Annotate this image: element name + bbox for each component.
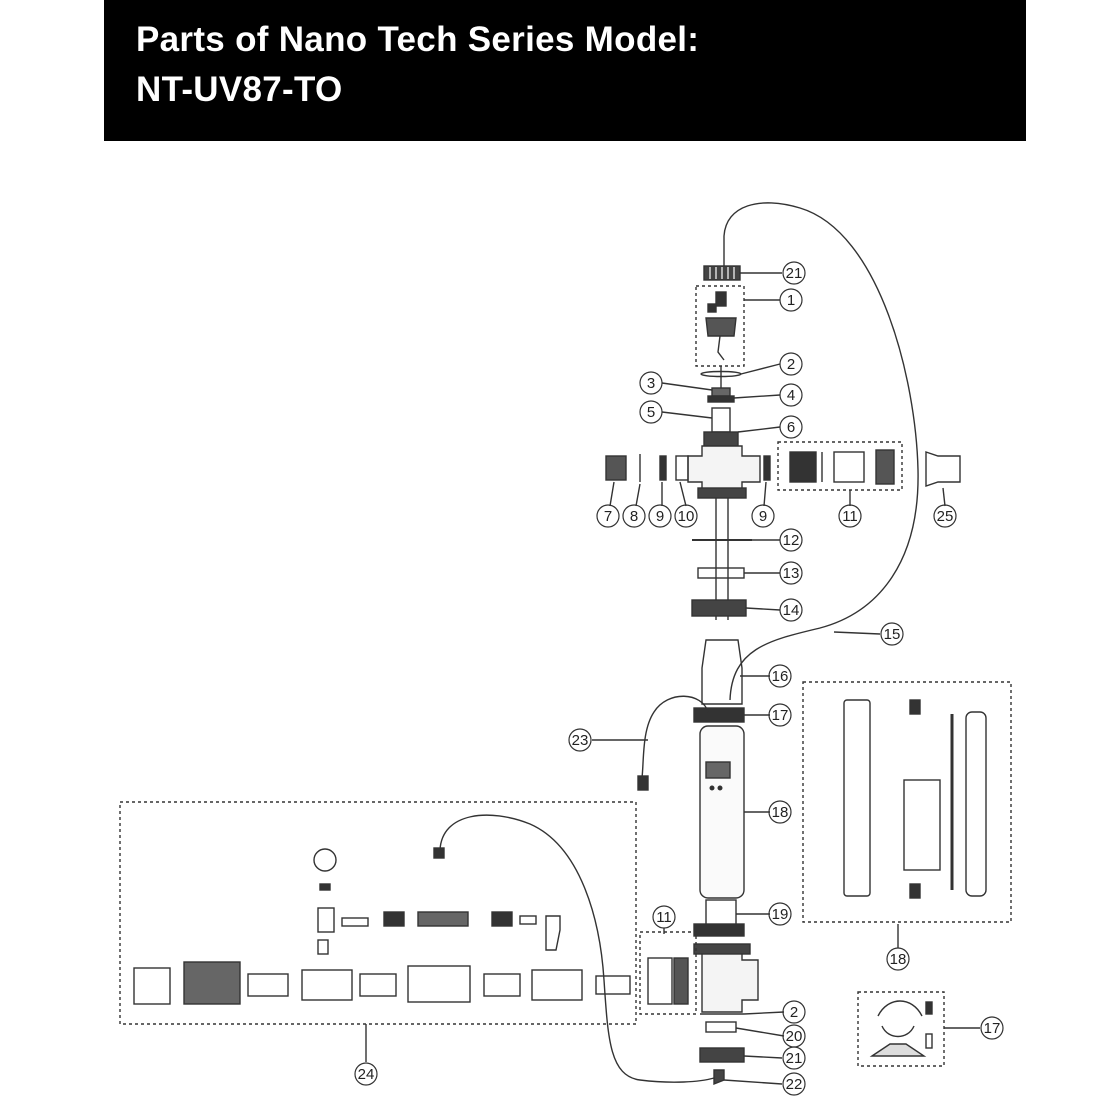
part-18-accessory-box: [802, 681, 1012, 923]
svg-text:4: 4: [787, 387, 795, 404]
part-18-display: [705, 761, 731, 779]
part-4-nut: [707, 395, 735, 403]
callout-16: 16: [768, 664, 792, 688]
part-17-clamp: [877, 1000, 923, 1017]
callout-7: 7: [596, 504, 620, 528]
svg-text:18: 18: [890, 951, 907, 968]
svg-text:19: 19: [772, 906, 789, 923]
part-11-box-bottom: [639, 931, 697, 1015]
svg-text:23: 23: [572, 732, 589, 749]
svg-text:21: 21: [786, 1050, 803, 1067]
part-17-upper-clamp: [693, 707, 745, 723]
svg-text:16: 16: [772, 668, 789, 685]
callout-22: 22: [782, 1072, 806, 1096]
part-25-end-cap: [925, 451, 961, 487]
callout-12: 12: [779, 528, 803, 552]
svg-text:2: 2: [787, 356, 795, 373]
svg-text:5: 5: [647, 404, 655, 421]
callout-17-box: 17: [980, 1016, 1004, 1040]
part-18-controller-body: [699, 725, 745, 899]
callout-21-top: 21: [782, 261, 806, 285]
part-17-clamp-box: [857, 991, 945, 1067]
part-3-ring: [711, 387, 731, 397]
part-21-bottom-nut: [699, 1047, 745, 1063]
callout-5: 5: [639, 400, 663, 424]
svg-text:11: 11: [842, 508, 858, 525]
part-16-sleeve: [701, 639, 743, 705]
callout-20: 20: [782, 1024, 806, 1048]
callout-14: 14: [779, 598, 803, 622]
svg-text:9: 9: [656, 508, 664, 525]
title-line-1: Parts of Nano Tech Series Model:: [136, 20, 700, 59]
callout-25: 25: [933, 504, 957, 528]
part-1-box: [695, 285, 745, 367]
callout-2-bottom: 2: [782, 1000, 806, 1024]
title-banner: Parts of Nano Tech Series Model: NT-UV87…: [104, 0, 1026, 141]
callout-8: 8: [622, 504, 646, 528]
callout-3: 3: [639, 371, 663, 395]
lower-housing: [701, 947, 759, 1013]
svg-text:3: 3: [647, 375, 655, 392]
part-23-power-cord: [641, 695, 709, 779]
callout-15: 15: [880, 622, 904, 646]
callout-23: 23: [568, 728, 592, 752]
svg-text:10: 10: [678, 508, 695, 525]
callout-9-right: 9: [751, 504, 775, 528]
upper-housing: [687, 445, 761, 493]
callout-4: 4: [779, 383, 803, 407]
svg-text:15: 15: [884, 626, 901, 643]
callout-18-controller: 18: [768, 800, 792, 824]
svg-text:17: 17: [984, 1020, 1001, 1037]
part-9-ring-right: [763, 455, 771, 481]
part-20-ring: [705, 1021, 737, 1033]
part-24-gauge: [313, 848, 337, 872]
callout-24: 24: [354, 1062, 378, 1086]
title-line-2: NT-UV87-TO: [136, 70, 343, 109]
svg-text:7: 7: [604, 508, 612, 525]
part-24-box: [119, 801, 637, 1025]
callout-10: 10: [674, 504, 698, 528]
leader-lines: [365, 272, 980, 1085]
part-6-collar: [703, 431, 739, 447]
svg-text:18: 18: [772, 804, 789, 821]
svg-text:8: 8: [630, 508, 638, 525]
svg-text:2: 2: [790, 1004, 798, 1021]
callout-17-upper: 17: [768, 703, 792, 727]
callout-6: 6: [779, 415, 803, 439]
part-5-sleeve: [711, 407, 731, 433]
callout-21-bottom: 21: [782, 1046, 806, 1070]
callout-19: 19: [768, 902, 792, 926]
callout-1: 1: [779, 288, 803, 312]
sensor-cable: [723, 202, 919, 701]
part-13-ring: [697, 567, 745, 579]
svg-text:11: 11: [656, 909, 672, 926]
feed-tube: [439, 814, 715, 1083]
svg-text:20: 20: [786, 1028, 803, 1045]
svg-text:9: 9: [759, 508, 767, 525]
svg-text:14: 14: [783, 602, 800, 619]
part-1-connector: [715, 291, 727, 307]
part-11-box-top: [777, 441, 903, 491]
svg-text:21: 21: [786, 265, 803, 282]
callout-11-top: 11: [838, 504, 862, 528]
callout-11-bottom: 11: [652, 905, 676, 929]
svg-text:17: 17: [772, 707, 789, 724]
callout-13: 13: [779, 561, 803, 585]
callout-9-left: 9: [648, 504, 672, 528]
svg-text:13: 13: [783, 565, 800, 582]
part-22-fitting: [713, 1069, 725, 1086]
svg-text:6: 6: [787, 419, 795, 436]
part-7-fitting: [605, 455, 627, 481]
callout-2-top: 2: [779, 352, 803, 376]
svg-text:25: 25: [937, 508, 954, 525]
callout-18-box: 18: [886, 947, 910, 971]
svg-text:22: 22: [786, 1076, 803, 1093]
part-9-ring-left: [659, 455, 667, 481]
part-10-adapter: [675, 455, 689, 481]
svg-text:12: 12: [783, 532, 800, 549]
svg-text:1: 1: [787, 292, 795, 309]
part-14-nut: [691, 599, 747, 617]
svg-text:24: 24: [358, 1066, 375, 1083]
